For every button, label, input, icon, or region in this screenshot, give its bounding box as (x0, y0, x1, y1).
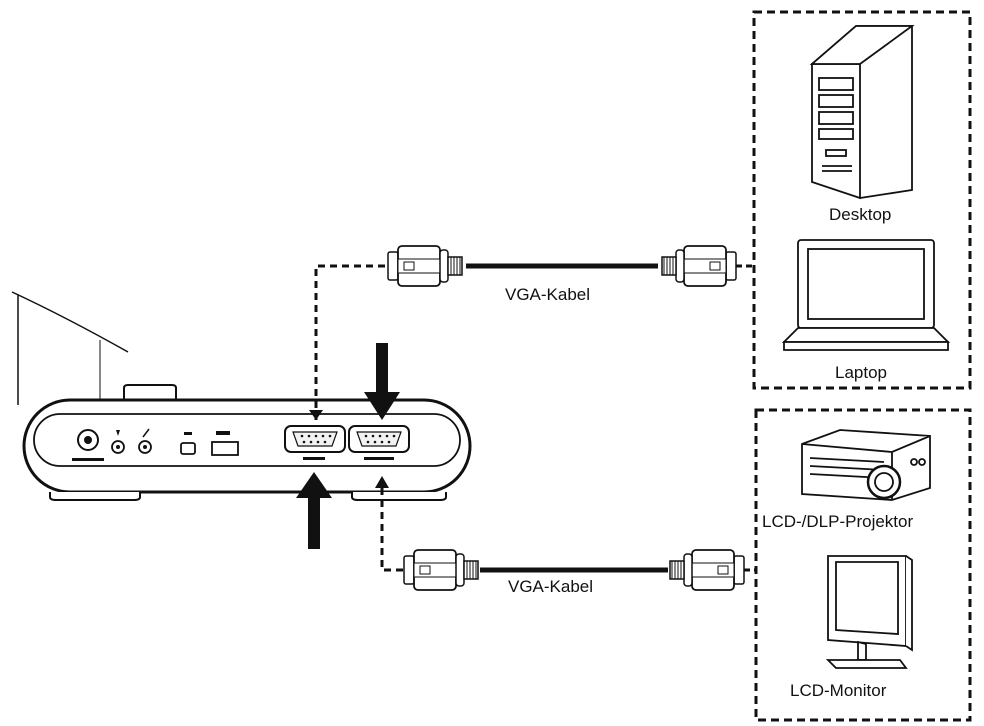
laptop-icon (781, 239, 951, 351)
arrow-down-icon (364, 343, 400, 420)
projector-icon (801, 429, 931, 501)
monitor-icon (825, 555, 913, 669)
vga-connector-icon (669, 549, 745, 591)
mini-usb-port-icon (180, 442, 196, 455)
projector-label: LCD-/DLP-Projektor (762, 512, 913, 531)
laptop-label: Laptop (835, 363, 887, 382)
monitor-label: LCD-Monitor (790, 681, 887, 700)
desktop-icon (809, 25, 915, 200)
vga-cable-top: VGA-Kabel (387, 245, 752, 304)
vga-connector-icon (387, 245, 463, 287)
cable-label-top: VGA-Kabel (505, 285, 590, 304)
arrow-up-icon (296, 472, 332, 549)
vga-cable-bottom: VGA-Kabel (403, 549, 756, 596)
dashed-cable-lines (314, 264, 404, 572)
desktop-label: Desktop (829, 205, 891, 224)
cable-label-bottom: VGA-Kabel (508, 577, 593, 596)
vga-connector-icon (661, 245, 737, 287)
document-camera (11, 291, 472, 501)
usb-port-icon (211, 441, 239, 456)
rgb-out-port (348, 425, 410, 453)
source-devices-box (752, 10, 972, 390)
rgb-in-port (284, 425, 346, 453)
vga-connector-icon (403, 549, 479, 591)
output-devices-box (754, 408, 972, 722)
